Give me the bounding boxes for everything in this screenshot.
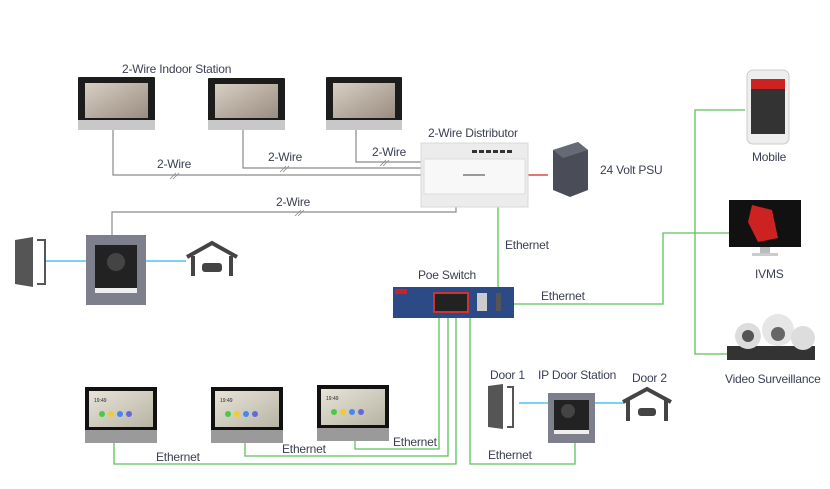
- ethernet-label: Ethernet: [393, 435, 437, 449]
- poe-switch[interactable]: [393, 287, 514, 318]
- ethernet-label: Ethernet: [541, 289, 585, 303]
- ivms-monitor[interactable]: [729, 200, 801, 256]
- eth-ip-door-station: [469, 318, 576, 465]
- wire-monitor-1: [112, 130, 422, 176]
- door-2-label: Door 2: [632, 371, 667, 385]
- eth-monitor-3: [354, 318, 440, 450]
- ip-door-station[interactable]: [548, 393, 595, 443]
- video-surveillance-label: Video Surveillance: [725, 372, 821, 386]
- garage-icon: [186, 240, 238, 276]
- distributor-label: 2-Wire Distributor: [428, 126, 518, 140]
- monitor-clock: 19:49: [94, 398, 107, 404]
- lock-wires: [46, 260, 624, 404]
- ethernet-lines: [113, 109, 745, 465]
- monitor-clock: 19:49: [220, 398, 233, 404]
- ethernet-label: Ethernet: [488, 448, 532, 462]
- wire-label: 2-Wire: [276, 195, 311, 209]
- eth-monitor-2: [244, 318, 449, 457]
- door-2-garage-icon: [622, 386, 672, 421]
- psu-icon: [553, 142, 588, 197]
- door-1-label: Door 1: [490, 368, 525, 382]
- psu-label: 24 Volt PSU: [600, 163, 663, 177]
- ethernet-label: Ethernet: [282, 442, 326, 456]
- monitor-clock: 19:49: [326, 396, 339, 402]
- ivms-label: IVMS: [755, 267, 784, 281]
- wire-label: 2-Wire: [372, 145, 407, 159]
- two-wire-distributor[interactable]: [420, 142, 529, 208]
- eth-monitor-1: [113, 318, 457, 465]
- wire-monitor-3: [355, 130, 422, 163]
- mobile-phone[interactable]: [746, 69, 790, 145]
- ethernet-label: Ethernet: [505, 238, 549, 252]
- ip-indoor-monitor[interactable]: [211, 387, 283, 443]
- ip-indoor-monitor[interactable]: [317, 385, 389, 441]
- ip-indoor-monitor[interactable]: [85, 387, 157, 443]
- indoor-monitor-2wire[interactable]: [208, 78, 285, 130]
- indoor-station-label: 2-Wire Indoor Station: [122, 62, 232, 76]
- wire-door-station: [111, 207, 457, 237]
- eth-switch-ivms: [514, 232, 730, 305]
- mobile-label: Mobile: [752, 150, 787, 164]
- indoor-monitor-2wire[interactable]: [326, 77, 402, 130]
- door-1-icon: [488, 384, 514, 429]
- monitor-clocks: 19:49 19:49 19:49: [94, 396, 339, 404]
- ip-door-station-label: IP Door Station: [538, 368, 617, 382]
- poe-switch-label: Poe Switch: [418, 268, 477, 282]
- two-wire-lines: [111, 130, 457, 237]
- video-surveillance-cameras[interactable]: [727, 314, 815, 360]
- door-icon: [15, 237, 46, 287]
- wire-label: 2-Wire: [157, 157, 192, 171]
- door-station-2wire[interactable]: [86, 235, 146, 305]
- wire-label: 2-Wire: [268, 150, 303, 164]
- wire-monitor-2: [242, 130, 422, 169]
- indoor-monitor-2wire[interactable]: [78, 77, 155, 130]
- ethernet-label: Ethernet: [156, 450, 200, 464]
- wire-slash-marks: [169, 159, 390, 217]
- eth-trunk-mobile-cameras: [694, 109, 745, 355]
